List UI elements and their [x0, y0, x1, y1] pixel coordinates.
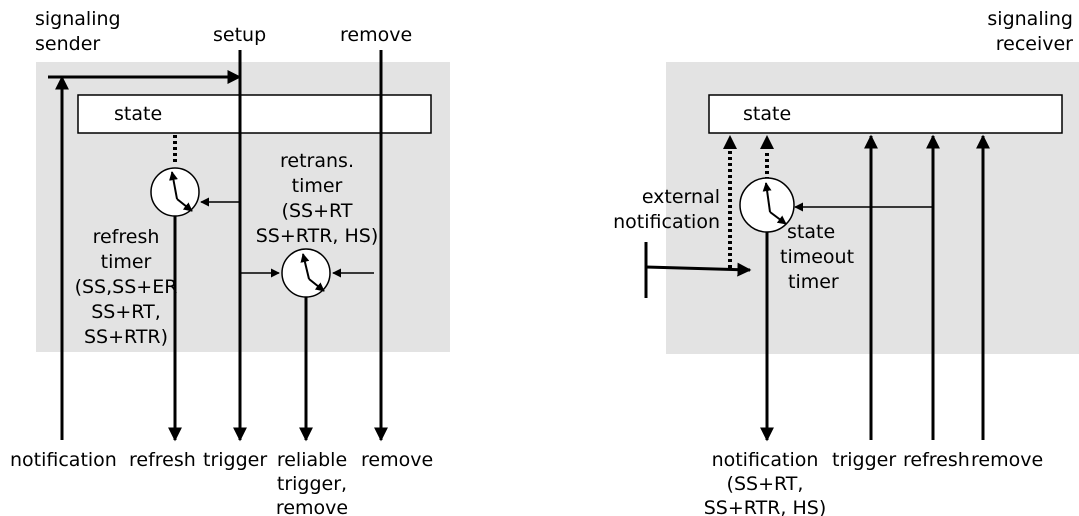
- sender-bottom-reliable-line3: remove: [276, 497, 348, 516]
- receiver-external-line1: external: [642, 186, 720, 208]
- sender-refresh-timer-line4: SS+RT,: [91, 301, 161, 323]
- receiver-bottom-refresh: refresh: [903, 449, 970, 471]
- receiver-bottom-remove: remove: [971, 449, 1043, 471]
- receiver-bottom-notification-line3: SS+RTR, HS): [704, 497, 827, 516]
- sender-bottom-reliable-line2: trigger,: [277, 473, 347, 495]
- sender-refresh-timer-line1: refresh: [93, 226, 160, 248]
- receiver-title-line1: signaling: [987, 8, 1073, 30]
- sender-retrans-clock-hand-b: [308, 278, 325, 292]
- sender-state-box: [77, 94, 432, 134]
- sender-retrans-clock-hand-a: [300, 253, 310, 280]
- sender-title-line1: signaling: [35, 8, 121, 30]
- sender-bottom-refresh: refresh: [129, 449, 196, 471]
- sender-refresh-timer-line2: timer: [101, 251, 152, 273]
- sender-retrans-line4: SS+RTR, HS): [256, 225, 379, 247]
- sender-bottom-remove: remove: [361, 449, 433, 471]
- receiver-state-box: [708, 94, 1063, 134]
- sender-retrans-line2: timer: [292, 175, 343, 197]
- receiver-state-label: state: [743, 103, 791, 125]
- sender-setup-label: setup: [213, 24, 266, 46]
- sender-refresh-timer-line5: SS+RTR): [84, 326, 168, 348]
- sender-refresh-timer-line3: (SS,SS+ER: [75, 276, 178, 298]
- receiver-clock-dotted-arrowhead: [760, 135, 774, 149]
- sender-retrans-line3: (SS+RT: [282, 200, 353, 222]
- sender-remove-top-label: remove: [340, 24, 412, 46]
- receiver-bottom-notification-line1: notification: [712, 449, 819, 471]
- receiver-external-line2: notification: [613, 211, 720, 233]
- receiver-timeout-line3: timer: [788, 271, 839, 293]
- receiver-timeout-line1: state: [787, 221, 835, 243]
- sender-bottom-reliable-line1: reliable: [277, 449, 347, 471]
- sender-refresh-clock-hand-b: [176, 198, 193, 212]
- receiver-external-dotted-arrowhead: [723, 135, 737, 149]
- receiver-clock-hand-b: [769, 211, 787, 225]
- sender-title-line2: sender: [35, 33, 100, 55]
- receiver-external-arrow: [645, 262, 752, 277]
- sender-state-label: state: [114, 103, 162, 125]
- receiver-bottom-notification-line2: (SS+RT,: [727, 473, 804, 495]
- sender-refresh-clock-hand-a: [169, 171, 178, 200]
- receiver-timeout-line2: timeout: [780, 246, 854, 268]
- receiver-title-line2: receiver: [996, 33, 1073, 55]
- sender-bottom-trigger: trigger: [203, 449, 267, 471]
- receiver-clock-hand-a: [762, 182, 772, 213]
- sender-retrans-line1: retrans.: [280, 150, 354, 172]
- receiver-bottom-trigger: trigger: [832, 449, 896, 471]
- sender-bottom-notification: notification: [10, 449, 117, 471]
